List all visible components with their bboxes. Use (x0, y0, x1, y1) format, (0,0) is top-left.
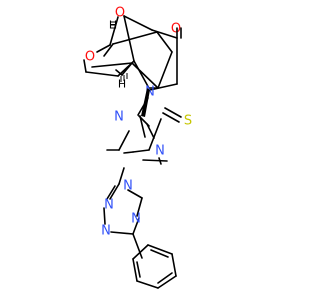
atom-n-tetrazole-4: N (131, 212, 141, 227)
bond-t13 (103, 207, 106, 225)
molecule-structure: O O O H H N N N S N N N N (83, 6, 192, 289)
bond-c1-c9 (103, 43, 114, 57)
bond-c5-c8 (91, 62, 133, 68)
bond-t8 (123, 151, 134, 154)
bond-ph1 (147, 244, 173, 255)
bond-ph2 (171, 253, 177, 277)
bond-t12 (106, 185, 116, 200)
stereo-marks (111, 21, 150, 117)
bond-t15 (132, 217, 140, 235)
bond-ph6 (132, 244, 149, 260)
bond-bridge-a (109, 16, 119, 46)
atom-o-bridge: O (115, 6, 125, 21)
bond-bridge-h (123, 15, 135, 62)
bond-ph3 (157, 275, 177, 289)
bond-t3 (146, 123, 155, 139)
atom-n-tetrazole-2: N (104, 198, 114, 213)
bond-t5 (132, 149, 150, 153)
bond-bridge-g (117, 60, 135, 77)
hash-bond-lower (120, 73, 128, 82)
bond-ph-inner1 (150, 249, 169, 258)
bond-ethyl-2 (118, 167, 125, 185)
bond-ph-inner2 (157, 272, 173, 284)
atom-labels: O O O H H N N N S N N N N (85, 6, 192, 239)
bond-phenyl-link (132, 233, 143, 259)
bonds (91, 31, 177, 289)
atom-s-thione: S (184, 114, 192, 129)
bond-t14 (110, 231, 134, 235)
atom-h-lower: H (118, 78, 126, 91)
bond-bridge-f (85, 71, 119, 77)
atom-n-triazole-2: N (114, 110, 124, 125)
bond-c3-c4 (157, 51, 173, 89)
atom-n-tetrazole-1: N (123, 179, 133, 194)
bond-t4 (148, 118, 162, 151)
bond-bridge-e (83, 59, 87, 73)
bond-t10 (158, 157, 162, 165)
atom-n-tetrazole-3: N (101, 224, 111, 239)
hash-bond-upper (111, 21, 116, 29)
bond-ph4 (136, 280, 159, 289)
bond-ph-inner3 (136, 261, 141, 278)
bond-c2-c3 (156, 31, 173, 53)
bond-bridge-i (133, 60, 151, 91)
bond-t6 (118, 130, 130, 151)
double-bonds (162, 27, 182, 123)
bond-bridge-b (123, 15, 153, 31)
bond-ethyl-1 (139, 115, 146, 138)
atom-o-ring: O (85, 50, 95, 65)
bond-t16 (136, 197, 143, 217)
bond-bridge-c (151, 29, 178, 39)
atom-o-ketone: O (171, 22, 181, 37)
bond-ph5 (132, 258, 138, 282)
atom-n-triazole-4: N (155, 144, 165, 159)
bond-c1-c2 (112, 31, 158, 45)
double-bond-thione-1 (164, 107, 182, 118)
bond-c4-c5 (131, 62, 159, 89)
double-bond-thione-2 (162, 112, 180, 123)
bond-bridge-j (149, 83, 178, 91)
core-detail (83, 15, 178, 91)
bond-t11 (109, 183, 120, 200)
bond-t7 (142, 159, 168, 162)
bond-bridge-d (96, 44, 111, 53)
wedge-bond (141, 88, 150, 117)
bond-t17 (127, 189, 143, 199)
atom-n-triazole-1: N (145, 85, 155, 100)
